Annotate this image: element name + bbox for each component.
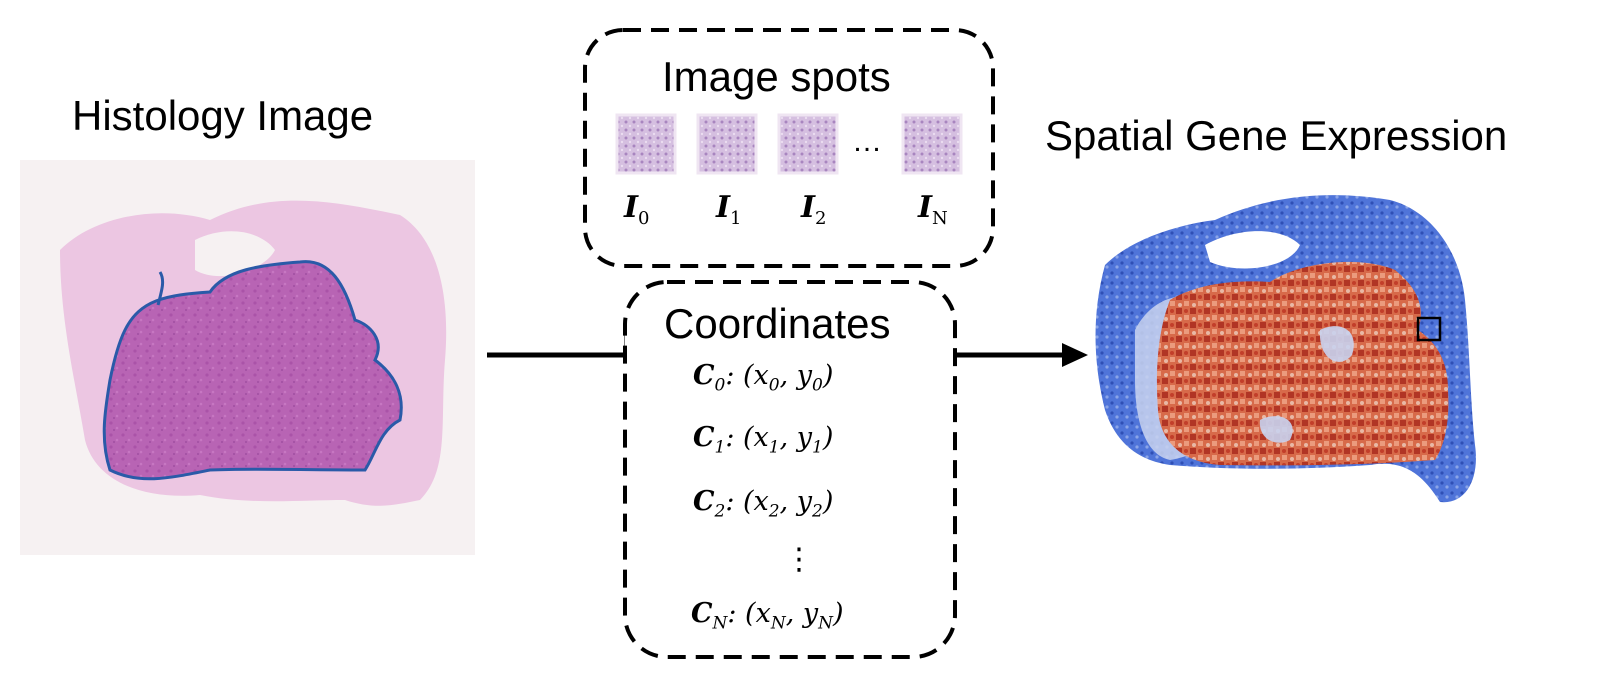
histology-image — [20, 160, 475, 555]
spot-tile-2 — [777, 113, 839, 175]
spot-tile-n — [901, 113, 963, 175]
coordinates-box — [623, 280, 957, 659]
coordinate-entry-n: CN: (xN, yN) — [691, 598, 844, 634]
spot-label-1: I1 — [716, 190, 742, 229]
histology-image-title: Histology Image — [72, 92, 374, 139]
selected-spot-marker — [1416, 316, 1442, 342]
coordinate-entry-2: C2: (x2, y2) — [693, 486, 834, 522]
image-spots-title: Image spots — [662, 53, 891, 100]
coordinate-entry-1: C1: (x1, y1) — [693, 422, 834, 458]
coordinates-title: Coordinates — [664, 300, 891, 347]
tissue-hole — [195, 231, 275, 277]
spot-label-n: IN — [918, 190, 948, 229]
expression-mid-patches — [1259, 326, 1354, 443]
input-arrow-line — [487, 330, 630, 358]
spot-label-0: I0 — [624, 190, 650, 229]
spots-ellipsis: … — [852, 125, 882, 158]
tumor-texture — [104, 261, 402, 479]
tumor-outline — [102, 260, 403, 481]
image-spot-tiles — [615, 113, 963, 175]
spatial-gene-expression-title: Spatial Gene Expression — [1045, 112, 1508, 159]
spot-label-2: I2 — [801, 190, 827, 229]
coordinates-vertical-ellipsis: ⋮ — [784, 543, 814, 576]
output-arrowhead — [1062, 343, 1088, 367]
spatial-expression-map — [1095, 195, 1476, 503]
expression-high-region — [1156, 261, 1449, 466]
spot-tile-1 — [696, 113, 758, 175]
coordinate-entry-0: C0: (x0, y0) — [693, 360, 834, 396]
spot-tile-0 — [615, 113, 677, 175]
expression-hole — [1205, 231, 1300, 269]
